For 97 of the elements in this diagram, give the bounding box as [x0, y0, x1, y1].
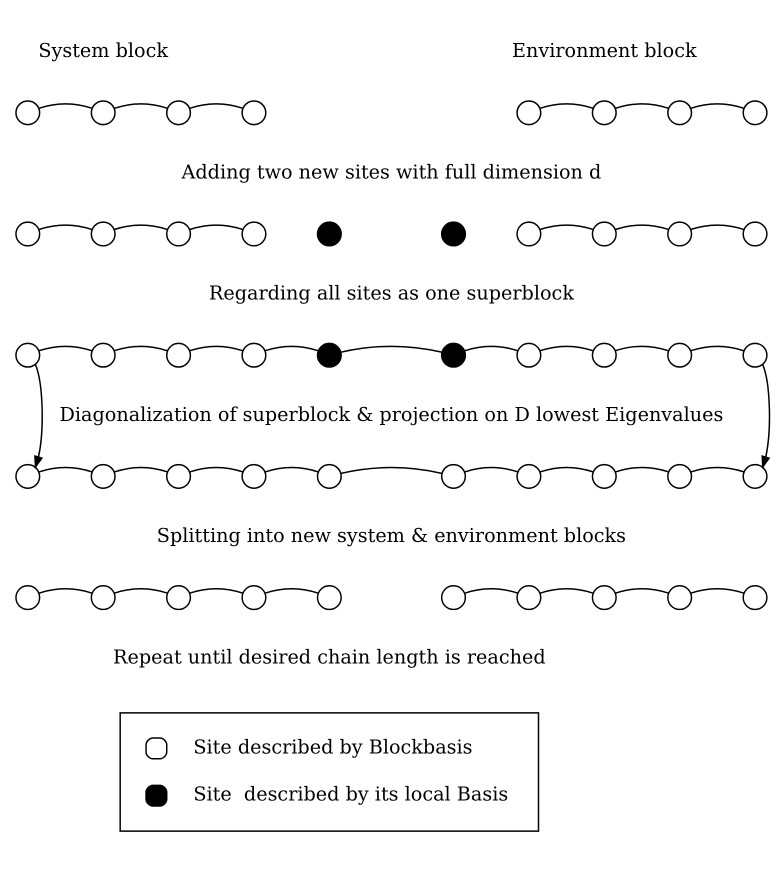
node-circle	[516, 463, 542, 488]
connector	[690, 102, 744, 109]
connector	[190, 466, 244, 472]
node-circle	[166, 342, 192, 368]
connector	[114, 588, 168, 594]
connector	[340, 466, 442, 474]
connector	[540, 466, 594, 472]
node-circle	[592, 584, 617, 610]
connector	[540, 345, 594, 351]
label: System block	[38, 38, 168, 62]
node-circle	[316, 463, 342, 488]
connector	[690, 345, 744, 351]
connector	[264, 345, 319, 351]
legend-label: Site described by its local Basis	[193, 782, 508, 806]
node-circle	[90, 220, 116, 246]
connector	[615, 345, 669, 351]
connector	[190, 102, 244, 109]
node-circle	[15, 463, 40, 488]
connector	[190, 345, 244, 351]
connector	[464, 345, 518, 351]
node-circle	[440, 584, 466, 610]
connector	[540, 102, 594, 109]
node-circle	[166, 463, 192, 488]
connector	[38, 102, 92, 109]
connector	[114, 102, 168, 109]
node-circle	[241, 220, 267, 246]
connector	[264, 588, 319, 594]
node-circle	[316, 220, 342, 246]
node-circle	[742, 584, 768, 610]
node-circle	[516, 584, 542, 610]
connector	[615, 224, 669, 230]
node-circle	[440, 463, 466, 488]
node-circle	[90, 463, 116, 488]
node-circle	[90, 100, 116, 125]
node-circle	[440, 342, 466, 368]
node-circle	[316, 342, 342, 368]
connector	[190, 224, 244, 230]
connector	[690, 588, 744, 594]
connector	[340, 345, 442, 352]
node-circle	[742, 342, 768, 368]
label: Diagonalization of superblock & projection on D lowest Eigenvalues	[60, 402, 724, 426]
connector	[540, 224, 594, 230]
node-circle	[742, 100, 768, 125]
node-circle	[667, 584, 692, 610]
connector	[615, 102, 669, 109]
node-circle	[440, 220, 466, 246]
label: Adding two new sites with full dimension d	[182, 160, 602, 183]
node-circle	[667, 463, 692, 488]
connector	[540, 588, 594, 594]
node-circle	[166, 584, 192, 610]
node-circle	[166, 100, 192, 125]
node-circle	[667, 100, 692, 125]
node-circle	[15, 220, 40, 246]
node-circle	[15, 584, 40, 610]
arrow	[34, 364, 44, 469]
node-circle	[90, 342, 116, 368]
node-circle	[241, 463, 267, 488]
connector	[615, 466, 669, 472]
node-circle	[241, 342, 267, 368]
node-circle	[316, 584, 342, 610]
node-circle	[241, 584, 267, 610]
node-circle	[166, 220, 192, 246]
connector	[464, 466, 518, 472]
node-circle	[592, 342, 617, 368]
node-circle	[241, 100, 267, 125]
node-circle	[15, 342, 40, 368]
node-circle	[516, 100, 542, 125]
node-circle	[15, 100, 40, 125]
connector	[114, 345, 168, 351]
connector	[464, 588, 518, 594]
arrow	[761, 364, 770, 469]
node-circle	[592, 100, 617, 125]
connector	[38, 588, 92, 594]
node-circle	[667, 342, 692, 368]
label: Regarding all sites as one superblock	[208, 281, 574, 304]
node-circle	[516, 342, 542, 368]
connector	[38, 224, 92, 230]
node-circle	[742, 220, 768, 246]
node-circle	[90, 584, 116, 610]
node-circle	[516, 220, 542, 246]
node-circle	[742, 463, 768, 488]
connector	[38, 345, 92, 351]
connector	[114, 224, 168, 230]
label: Repeat until desired chain length is reached	[113, 644, 546, 668]
connector	[690, 224, 744, 230]
connector	[264, 466, 319, 472]
node-circle	[592, 463, 617, 488]
legend-label: Site described by Blockbasis	[193, 734, 473, 758]
node-circle	[592, 220, 617, 246]
connector	[114, 466, 168, 472]
connector	[38, 466, 92, 472]
label: Splitting into new system & environment blocks	[156, 524, 626, 547]
connector	[190, 588, 244, 594]
connector	[690, 466, 744, 472]
node-circle	[667, 220, 692, 246]
connector	[615, 588, 669, 594]
label: Environment block	[512, 38, 697, 62]
